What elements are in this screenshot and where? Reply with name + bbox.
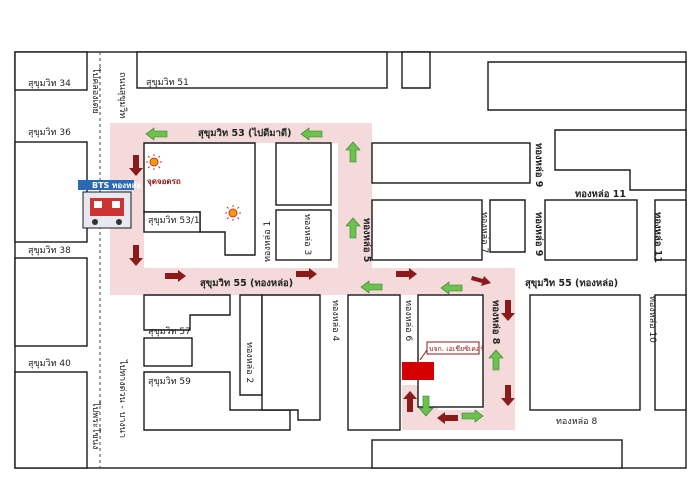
arrow-up-icon [488,349,504,371]
label-thonglor-9-top: ทองหล่อ 9 [533,143,544,187]
block [489,199,526,253]
block [529,294,641,411]
block [14,371,88,469]
arrow-up-icon [345,141,361,163]
label-sukhumvit-40: สุขุมวิท 40 [28,358,71,369]
block [544,199,638,261]
destination-marker: บจก. เอเชียซิเคอร์ [402,341,484,380]
block [275,142,332,206]
label-thonglor-6: ทองหล่อ 6 [403,300,413,341]
arrow-down-icon [418,395,434,417]
label-sukhumvit-51: สุขุมวิท 51 [146,77,189,88]
label-main-road-top: ถนนสุขุมวิท [117,72,128,118]
destination-label-box [426,341,480,355]
block [654,199,687,261]
destination-building [402,362,434,380]
arrow-down-icon [129,245,143,266]
arrow-left-icon [440,281,463,295]
label-sukhumvit-55-right: สุขุมวิท 55 (ทองหล่อ) [525,278,618,289]
block [143,294,231,331]
arrow-up-icon [403,391,417,412]
block [143,337,193,367]
bts-station: BTS ทองหล่อ [78,180,141,229]
block [261,294,321,421]
label-uturn: จุดจอดรถ [147,177,181,187]
label-thonglor-8: ทองหล่อ 8 [490,300,501,345]
block [143,211,201,233]
block [14,51,88,91]
label-sukhumvit-55: สุขุมวิท 55 (ทองหล่อ) [200,278,293,289]
block [136,51,388,89]
arrow-right-icon [461,409,484,423]
label-thonglor-4: ทองหล่อ 4 [330,300,340,341]
label-thonglor-2: ทองหล่อ 2 [244,342,254,383]
vertical-labels: ทองหล่อ 1 ทองหล่อ 2 ทองหล่อ 3 ทองหล่อ 4 … [90,67,663,449]
route-arrows-outbound [129,155,515,424]
label-tollway: ไปทางด่วน - บางนา [117,359,128,438]
block [14,141,88,243]
label-thonglor-8-h: ทองหล่อ 8 [556,417,597,427]
label-thonglor-9: ทองหล่อ 9 [533,212,544,256]
block [554,129,687,191]
block [371,142,531,184]
block [14,257,88,347]
label-sukhumvit-38: สุขุมวิท 38 [28,245,71,256]
arrow-right-icon [396,268,417,280]
arrow-down-icon [501,385,515,406]
label-sukhumvit-36: สุขุมวิท 36 [28,127,71,138]
block [371,439,623,469]
arrow-down-icon [501,300,515,321]
arrow-down-icon [129,155,143,176]
arrow-left-icon [360,280,383,294]
label-thonglor-1: ทองหล่อ 1 [263,221,273,262]
arrow-right-icon [296,268,317,280]
label-sukhumvit-34: สุขุมวิท 34 [28,78,71,89]
label-thonglor-3: ทองหล่อ 3 [302,214,312,255]
arrow-right-icon [471,276,491,286]
label-thonglor-10: ทองหล่อ 10 [647,296,657,343]
destination-label: บจก. เอเชียซิเคอร์ [429,345,484,353]
block [347,294,401,431]
label-sukhumvit-57: สุขุมวิท 57 [148,326,191,337]
label-thonglor-11: ทองหล่อ 11 [652,212,663,263]
label-thonglor-7: ทองหล่อ 7 [479,212,489,253]
label-thonglor-11-h: ทองหล่อ 11 [575,189,626,200]
block [487,61,687,111]
arrow-left-icon [437,412,458,424]
label-sukhumvit-53-1: สุขุมวิท 53/1 [148,215,200,226]
route-arrows-inbound [145,127,504,423]
block [371,199,483,261]
label-sukhumvit-59: สุขุมวิท 59 [148,376,191,387]
bts-bar [78,180,134,190]
arrow-left-icon [145,127,168,141]
bts-station-label: BTS ทองหล่อ [92,181,141,190]
label-main-road-left: ไปคลองเตย [90,67,101,114]
block [401,51,431,89]
block [654,294,687,411]
landmark-icon [225,205,241,221]
arrow-right-icon [165,270,186,282]
arrow-up-icon [345,217,361,239]
label-main-road-right-bottom: ไปพระโขนง [90,401,101,449]
label-sukhumvit-53: สุขุมวิท 53 (ไปดีมาดี) [198,127,291,139]
landmark-icon [146,154,162,170]
label-thonglor-5: ทองหล่อ 5 [361,218,372,262]
arrow-left-icon [300,127,323,141]
block [275,209,332,261]
